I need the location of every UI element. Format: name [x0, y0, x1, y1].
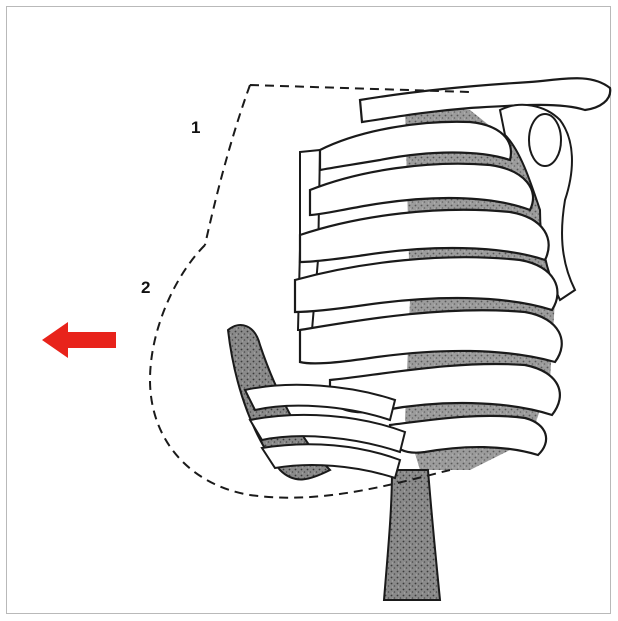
- label-region-2: 2: [141, 278, 150, 298]
- clavicle: [360, 78, 610, 122]
- label-region-1: 1: [191, 118, 200, 138]
- direction-arrow: [42, 322, 116, 358]
- humeral-head: [529, 114, 561, 166]
- spine: [384, 470, 440, 600]
